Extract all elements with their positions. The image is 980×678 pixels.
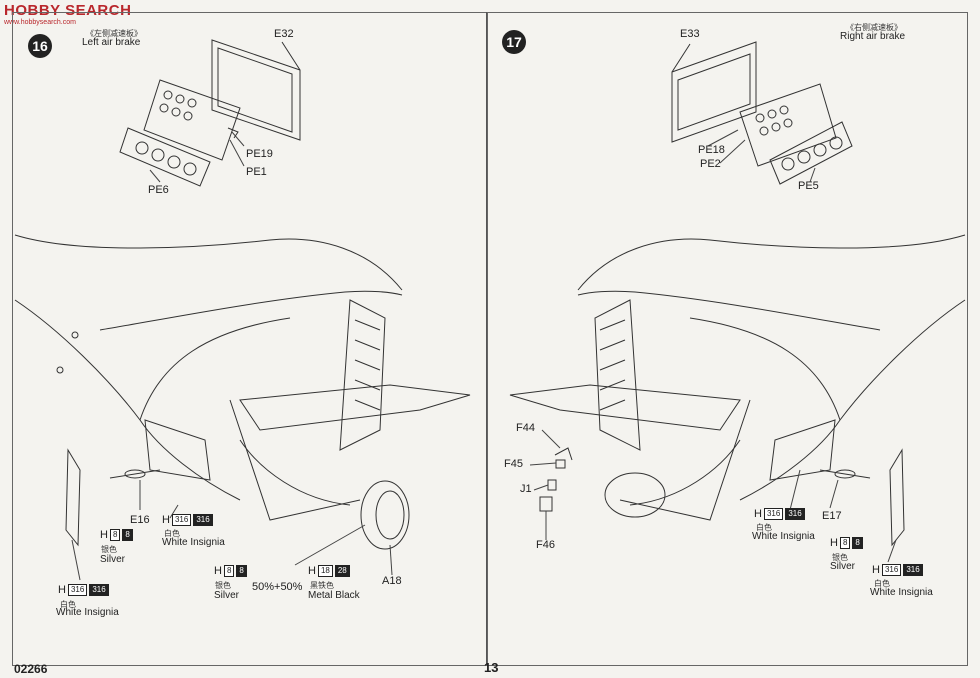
part-pe1: PE1 [246,166,267,178]
part-e17: E17 [822,510,842,522]
part-j1: J1 [520,483,532,495]
leader-lines [71,129,897,581]
right-title-cn: 《右侧减速板》 [846,23,902,32]
paint-name-h8-left: Silver [100,554,126,565]
paint-cn-mix-h18: 黑铁色 [310,581,334,590]
left-panel-frame [12,12,488,666]
paint-cn-h316-right-b: 白色 [874,579,890,588]
watermark-logo: HOBBY SEARCH www.hobbysearch.com [4,2,131,26]
left-fuselage-drawing [14,234,471,550]
part-f45: F45 [504,458,523,470]
left-title: Left air brake [82,37,141,48]
right-title: Right air brake [840,31,906,42]
part-e33: E33 [680,28,700,40]
paint-name-h8-right: Silver [830,561,856,572]
part-pe5: PE5 [798,180,819,192]
part-pe2: PE2 [700,158,721,170]
paint-name-mix-h18: Metal Black [308,590,360,601]
part-f44: F44 [516,422,535,434]
left-title-cn: 《左侧减速板》 [86,29,142,38]
part-pe18: PE18 [698,144,725,156]
paint-name-h316-right-b: White Insignia [870,587,933,598]
product-code: 02266 [14,662,48,676]
right-fuselage-drawing [509,234,966,547]
paint-name-h316-right-a: White Insignia [752,531,815,542]
left-air-brake-drawing [119,39,301,187]
page-divider [486,12,487,664]
step-number-16: 16 [28,34,52,58]
part-e16: E16 [130,514,150,526]
paint-cn-h8-left: 银色 [101,545,117,554]
paint-cn-h8-right: 银色 [832,553,848,562]
paint-name-h316-left-a: White Insignia [162,537,225,548]
paint-cn-h316-left-a: 白色 [164,529,180,538]
part-pe19: PE19 [246,148,273,160]
watermark-text: HOBBY SEARCH [4,2,132,19]
paint-name-mix-h8: Silver [214,590,240,601]
page-number: 13 [484,660,499,675]
paint-cn-mix-h8: 银色 [215,581,231,590]
paint-cn-h316-left-b: 白色 [60,600,76,609]
paint-cn-h316-right-a: 白色 [756,523,772,532]
paint-name-h316-left-b: White Insignia [56,607,119,618]
part-f46: F46 [536,539,555,551]
right-air-brake-drawing [671,41,853,185]
watermark-url: www.hobbysearch.com [4,19,76,26]
mix-ratio: 50%+50% [252,581,303,593]
part-pe6: PE6 [148,184,169,196]
part-a18: A18 [382,575,402,587]
part-e32: E32 [274,28,294,40]
step-number-17: 17 [502,30,526,54]
